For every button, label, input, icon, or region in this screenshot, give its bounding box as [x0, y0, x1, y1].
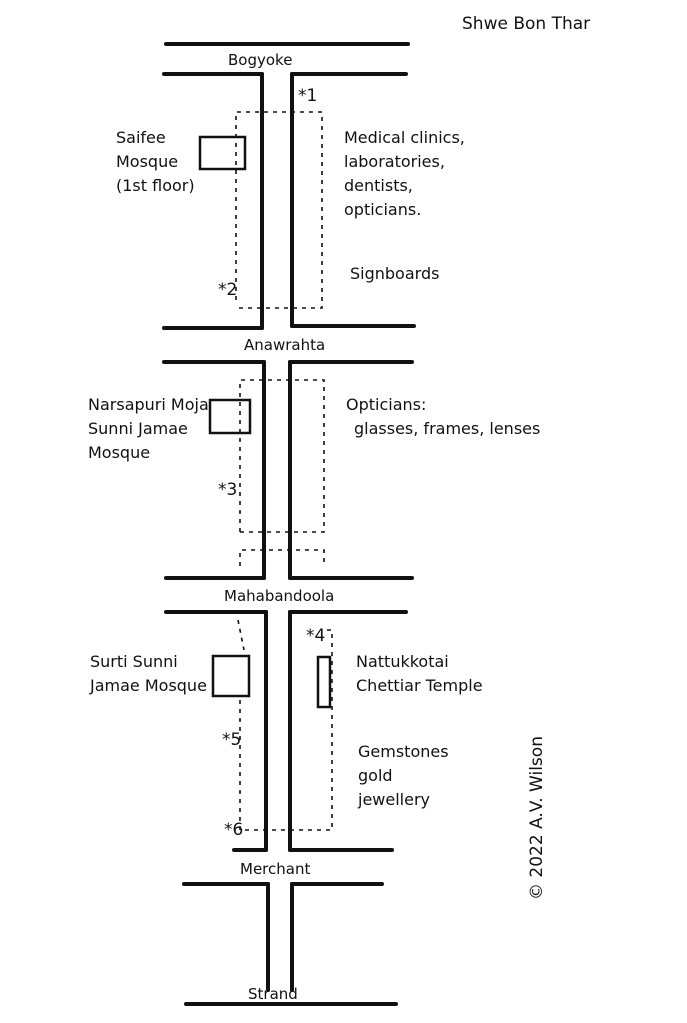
point-marker-1: *1 — [298, 86, 318, 106]
walking-route — [235, 111, 323, 309]
label-line: Mosque — [116, 152, 179, 171]
point-marker-4: *4 — [306, 626, 326, 646]
walking-route — [237, 619, 333, 831]
label-line: Mosque — [88, 443, 151, 462]
note-line: opticians. — [344, 200, 422, 219]
label-line: (1st floor) — [116, 176, 195, 195]
label-line: Nattukkotai — [356, 652, 449, 671]
label-line: Jamae Mosque — [90, 676, 207, 695]
label-line: Sunni Jamae — [88, 419, 188, 438]
label-line: Narsapuri Moja — [88, 395, 209, 414]
road-label-merchant: Merchant — [240, 860, 311, 878]
point-marker-5: *5 — [222, 730, 242, 750]
narsapuri-mosque-building — [208, 398, 252, 435]
surti-mosque-building — [211, 654, 251, 698]
note-block2: Opticians: glasses, frames, lenses — [346, 393, 540, 441]
chettiar-temple-building — [316, 655, 332, 709]
point-marker-6: *6 — [224, 820, 244, 840]
saifee-mosque-building — [198, 135, 247, 171]
note-line: gold — [358, 766, 393, 785]
road-label-bogyoke: Bogyoke — [228, 51, 293, 69]
note-line: Medical clinics, — [344, 128, 465, 147]
label-chettiar-temple: Nattukkotai Chettiar Temple — [356, 650, 483, 698]
note-line: jewellery — [358, 790, 430, 809]
label-saifee-mosque: Saifee Mosque (1st floor) — [116, 126, 195, 198]
note-line: Gemstones — [358, 742, 449, 761]
point-marker-2: *2 — [218, 280, 238, 300]
copyright-credit: © 2022 A.V. Wilson — [527, 736, 547, 900]
note-line: Opticians: — [346, 395, 427, 414]
point-marker-3: *3 — [218, 480, 238, 500]
note-block1: Medical clinics, laboratories, dentists,… — [344, 126, 465, 222]
road-label-strand: Strand — [248, 985, 298, 1003]
note-line: glasses, frames, lenses — [354, 419, 541, 438]
label-narsapuri-mosque: Narsapuri Moja Sunni Jamae Mosque — [88, 393, 209, 465]
road-label-anawrahta: Anawrahta — [244, 336, 326, 354]
road-label-mahabandoola: Mahabandoola — [224, 587, 335, 605]
note-block3: Gemstones gold jewellery — [358, 740, 449, 812]
label-line: Saifee — [116, 128, 166, 147]
walking-route — [239, 379, 325, 533]
note-line: dentists, — [344, 176, 413, 195]
label-line: Chettiar Temple — [356, 676, 483, 695]
note-line: laboratories, — [344, 152, 445, 171]
label-surti-mosque: Surti Sunni Jamae Mosque — [90, 650, 207, 698]
note-signboards: Signboards — [350, 264, 440, 283]
walking-route — [239, 549, 325, 566]
label-line: Surti Sunni — [90, 652, 178, 671]
map-title: Shwe Bon Thar — [462, 14, 591, 34]
